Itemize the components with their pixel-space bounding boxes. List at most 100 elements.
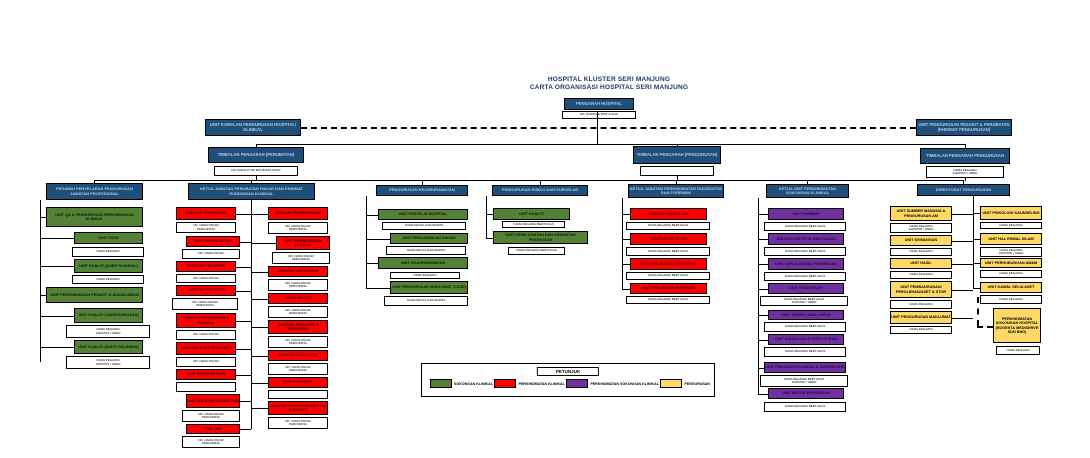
org-unit-box: UNIT PENYELIA HOSPITAL bbox=[378, 209, 468, 220]
org-unit-box: UNIT PSIKOLOGI KAUNSELING bbox=[980, 206, 1042, 220]
officer-name-box: DR. NAMA PAKAR PERUNDING bbox=[268, 336, 328, 348]
connector-line bbox=[366, 215, 378, 216]
connector-line bbox=[758, 239, 768, 240]
tp-pengurusan-tengah-box: TIMBALAN PENGARAH (PENGURUSAN) bbox=[633, 146, 721, 164]
org-unit-box: UNIT KUALITI (AUDIT DALAMAN) bbox=[74, 340, 143, 354]
col-risiko-survelan-header: PENGURUSAN RISIKO DAN SURVELAN bbox=[492, 185, 588, 196]
org-unit-box: JABATAN O&G bbox=[268, 293, 328, 304]
connector-line bbox=[240, 401, 251, 402]
unit-kawalan-box: UNIT KAWALAN PENGURUSAN HOSPITAL/ KLINIK… bbox=[205, 119, 301, 136]
officer-name-box: NAMA PEGAWAI BERTUGAS JAWATAN / GRED bbox=[760, 375, 848, 387]
org-unit-box: UNIT PERUBATAN FORENSIK bbox=[630, 283, 707, 294]
legend-title: PETUNJUK bbox=[536, 367, 600, 376]
connector-line bbox=[622, 198, 623, 289]
connector-line bbox=[540, 180, 541, 185]
officer-name-box: NAMA PEGAWAI BERTUGAS bbox=[764, 347, 846, 357]
officer-name-box: NAMA PEGAWAI bbox=[980, 222, 1042, 229]
officer-name-box: DR. NAMA PAKAR bbox=[176, 357, 236, 367]
org-unit-box: JABATAN KECEMASAN & TRAUMA bbox=[176, 313, 236, 328]
connector-line bbox=[677, 144, 678, 147]
org-unit-box: UNIT FISIOTERAPI bbox=[768, 283, 844, 294]
officer-name-box: DR. NAMA PAKAR PERUNDING bbox=[172, 298, 238, 310]
col-diagnostik-forensik-header: KETUA JABATAN PERKHIDMATAN DIAGNOSTIK DA… bbox=[628, 184, 724, 198]
org-unit-box: JABATAN RADIOLOGI bbox=[268, 350, 328, 361]
officer-name-box: NAMA PEGAWAI bbox=[890, 326, 952, 334]
officer-name-box: NAMA PEGAWAI bbox=[72, 247, 144, 257]
legend-item: PERKHIDMATAN SOKONGAN KLINIKAL bbox=[566, 379, 659, 388]
org-unit-box: UNIT MATA (OFTALMOLOGI) bbox=[186, 394, 240, 408]
officer-name-box: NAMA PEGAWAI bbox=[980, 295, 1042, 304]
officer-name-box: NAMA PEGAWAI BERTUGAS bbox=[764, 272, 846, 281]
officer-name-box bbox=[268, 390, 328, 399]
org-unit-box: JABATAN PERUBATAN bbox=[176, 207, 236, 220]
org-unit-box: JABATAN ORTOPEDIK bbox=[268, 266, 328, 277]
officer-name-box: DR. NAMA PAKAR PERUNDING bbox=[268, 222, 328, 234]
connector-line bbox=[952, 290, 973, 291]
connector-line bbox=[758, 315, 768, 316]
officer-name-box: DR. NAMA PAKAR PERUNDING bbox=[272, 252, 330, 264]
col-jabatan-pakar-header: KETUA JABATAN PERUBATAN PAKAR DAN KHIDMA… bbox=[188, 183, 315, 200]
connector-line bbox=[973, 196, 974, 288]
org-unit-box: UNIT KEWANGAN bbox=[890, 235, 952, 246]
connector-line bbox=[236, 291, 251, 292]
officer-name-box: NAMA KETUA JURURAWAT bbox=[386, 246, 466, 255]
org-unit-box: UNIT KUALITI (AUDIT KLINIKAL) bbox=[74, 259, 143, 273]
officer-name-box: DR. NAMA PAKAR PERUNDING bbox=[268, 306, 328, 318]
tp-perubatan-name: DR. MOHD FITRI BIN MOHD NOOR bbox=[214, 166, 298, 176]
org-unit-box: UNIT FARMASI bbox=[768, 208, 844, 220]
org-unit-box: UNIT PERHUBUNGAN PESAKIT & ADUAN AWAM bbox=[46, 287, 143, 303]
connector-line bbox=[758, 198, 759, 394]
officer-name-box: NAMA PEGAWAI BERTUGAS bbox=[626, 247, 710, 256]
legend-swatch-icon bbox=[430, 379, 452, 388]
org-unit-box: JABATAN PEDIATRIK bbox=[176, 261, 236, 272]
tp-pengurusan-tengah-name bbox=[640, 166, 714, 176]
connector-line bbox=[240, 242, 251, 243]
connector-line bbox=[251, 243, 276, 244]
connector-line bbox=[758, 340, 768, 341]
connector-dashed bbox=[977, 297, 979, 326]
legend-item: PERKHIDMATAN KLINIKAL bbox=[494, 379, 565, 388]
connector-dashed bbox=[301, 127, 916, 129]
col-jawatan-profesional-header: PEGAWAI PENYELARAS PENGURUSAN JAWATAN PR… bbox=[46, 183, 143, 200]
title-line1: HOSPITAL KLUSTER SERI MANJUNG bbox=[547, 76, 671, 83]
legend-swatch-icon bbox=[660, 379, 683, 388]
connector-line bbox=[94, 180, 95, 183]
pengarah-hospital-box: PENGARAH HOSPITAL bbox=[564, 98, 634, 110]
officer-name-box: NAMA KETUA JURURAWAT bbox=[382, 222, 466, 230]
connector-line bbox=[807, 180, 808, 184]
connector-line bbox=[251, 200, 252, 429]
officer-name-box bbox=[176, 382, 236, 392]
connector-line bbox=[973, 239, 980, 240]
org-unit-box: JABATAN DIETETIK DAN SAJIAN bbox=[768, 233, 844, 245]
connector-line bbox=[963, 180, 964, 184]
org-unit-box: UNIT PENGURUSAN MAKLUMAT bbox=[890, 311, 952, 324]
officer-name-box: NAMA PEGAWAI BERTUGAS bbox=[626, 296, 710, 304]
officer-name-box: NAMA PEGAWAI BERTUGAS bbox=[764, 247, 846, 256]
legend-swatch-icon bbox=[494, 379, 517, 388]
connector-line bbox=[422, 180, 423, 185]
org-unit-box: UNIT AUDIOLOGI & PERTUTURAN bbox=[768, 334, 844, 345]
org-unit-box: UNIT KEJURURAWATAN bbox=[378, 257, 468, 269]
connector-line bbox=[758, 289, 768, 290]
org-unit-box: UNIT QA & PENGURUSAN PERKHIDMATAN KLINIK… bbox=[46, 207, 143, 227]
org-unit-box: UNIT RAWATAN RAPI bbox=[176, 369, 236, 380]
connector-line bbox=[40, 316, 74, 317]
connector-line bbox=[94, 180, 963, 181]
officer-name-box: DR. NAMA PAKAR bbox=[182, 249, 240, 259]
org-unit-box: UNIT KERJA SOSIAL PERUBATAN bbox=[768, 258, 844, 270]
connector-line bbox=[952, 241, 973, 242]
connector-line bbox=[236, 375, 251, 376]
connector-line bbox=[952, 214, 973, 215]
officer-name-box: DR. NAMA PAKAR PERUNDING bbox=[176, 222, 236, 233]
connector-line bbox=[758, 214, 768, 215]
connector-line bbox=[251, 299, 268, 300]
org-unit-box: JABATAN PSIKIATRI bbox=[176, 285, 236, 296]
officer-name-box: DR. NAMA PAKAR PERUNDING bbox=[182, 410, 240, 422]
connector-line bbox=[251, 180, 252, 183]
org-unit-box: JABATAN ANESTESIOLOGI bbox=[176, 342, 236, 355]
org-unit-box: PERKHIDMATAN SOKONGAN HOSPITAL (EDGENTA … bbox=[993, 308, 1041, 343]
title-line2: CARTA ORGANISASI HOSPITAL SERI MANJUNG bbox=[529, 84, 689, 92]
officer-name-box: NAMA PEGAWAI BERTUGAS JAWATAN / GRED bbox=[760, 296, 848, 306]
